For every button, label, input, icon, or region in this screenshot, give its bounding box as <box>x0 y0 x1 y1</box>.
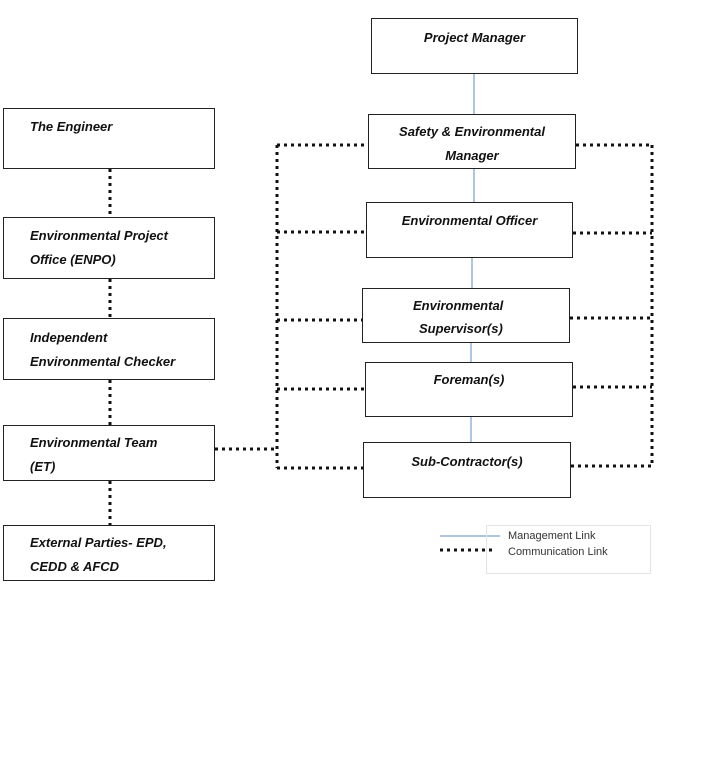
box-environmental-team: Environmental Team (ET) <box>3 425 215 481</box>
label-line-1: External Parties- EPD, <box>30 535 167 550</box>
label-line-1: Foreman(s) <box>433 372 505 387</box>
legend <box>486 525 651 574</box>
label-line-1: Environmental Project <box>30 228 168 243</box>
legend-management-label: Management Link <box>508 530 596 542</box>
box-project-manager: Project Manager <box>371 18 578 74</box>
label-line-1: Environmental <box>413 298 504 313</box>
box-safety-environmental-manager: Safety & Environmental Manager <box>368 114 576 169</box>
label-line-1: The Engineer <box>30 119 113 134</box>
label-line-1: Safety & Environmental <box>399 124 545 139</box>
box-the-engineer: The Engineer <box>3 108 215 169</box>
box-environmental-supervisors: Environmental Supervisor(s) <box>362 288 570 343</box>
label-line-2: Office (ENPO) <box>30 252 116 267</box>
box-environmental-project-office: Environmental Project Office (ENPO) <box>3 217 215 279</box>
label-line-1: Project Manager <box>423 30 526 45</box>
box-foremen: Foreman(s) <box>365 362 573 417</box>
label-line-2: (ET) <box>30 459 56 474</box>
legend-communication-label: Communication Link <box>508 546 608 558</box>
label-line-1: Environmental Team <box>30 435 158 450</box>
label-line-1: Sub-Contractor(s) <box>411 454 523 469</box>
box-independent-environmental-checker: Independent Environmental Checker <box>3 318 215 380</box>
label-line-2: Manager <box>445 148 499 163</box>
box-external-parties: External Parties- EPD, CEDD & AFCD <box>3 525 215 581</box>
box-environmental-officer: Environmental Officer <box>366 202 573 258</box>
label-line-2: CEDD & AFCD <box>30 559 120 574</box>
communication-links <box>108 143 654 552</box>
label-line-1: Environmental Officer <box>401 213 538 228</box>
box-sub-contractors: Sub-Contractor(s) <box>363 442 571 498</box>
management-links <box>470 74 475 442</box>
label-line-2: Environmental Checker <box>30 354 176 369</box>
label-line-1: Independent <box>30 330 108 345</box>
label-line-2: Supervisor(s) <box>419 321 503 336</box>
